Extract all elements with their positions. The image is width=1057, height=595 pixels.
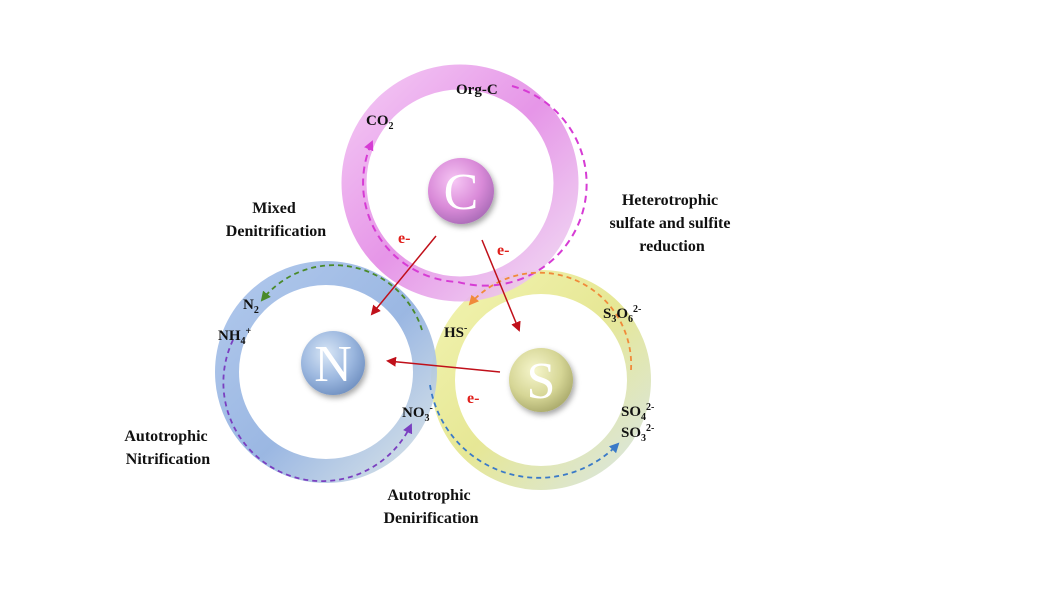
carbon-ring [341,64,579,302]
electron-label-c-s: e- [497,242,509,259]
autotrophic-nitrification-label: Autotrophic Nitrification [124,428,211,468]
org-c-label: Org-C [456,82,498,98]
hs-label: HS- [444,323,467,341]
co2-label: CO2 [366,113,394,132]
mixed-denitrification-label: Mixed Denitrification [226,200,327,240]
no3-label: NO3- [402,403,433,424]
nitrification-flow-arrow [222,339,413,482]
autotrophic-denitrification-label: Autotrophic Denirification [383,487,478,527]
electron-label-s-n: e- [467,390,479,407]
carbon-core: C [428,158,494,224]
so4-label: SO42- [621,402,654,423]
nitrogen-core: N [301,331,365,395]
electron-arrow-s-to-n [386,356,501,373]
so3-label: SO32- [621,423,654,444]
electron-arrow-c-to-n [370,235,437,316]
nitrogen-ring [215,261,437,483]
electron-arrow-c-to-s [481,239,521,332]
sulfur-core: S [509,348,573,412]
carbon-flow-arrow [362,85,588,287]
s3o6-label: S3O62- [603,304,641,325]
nitrogen-symbol: N [314,336,352,393]
electron-label-c-n: e- [398,230,410,247]
n2-label: N2 [243,297,259,316]
carbon-symbol: C [444,164,479,221]
heterotrophic-sulfate-reduction-label: Heterotrophic sulfate and sulfite reduct… [610,192,735,255]
sulfur-symbol: S [527,353,556,410]
autotrophic-denitrification-flow-arrow [429,384,620,479]
denitrification-flow-arrow [260,264,423,331]
nh4-label: NH4+ [218,326,252,347]
